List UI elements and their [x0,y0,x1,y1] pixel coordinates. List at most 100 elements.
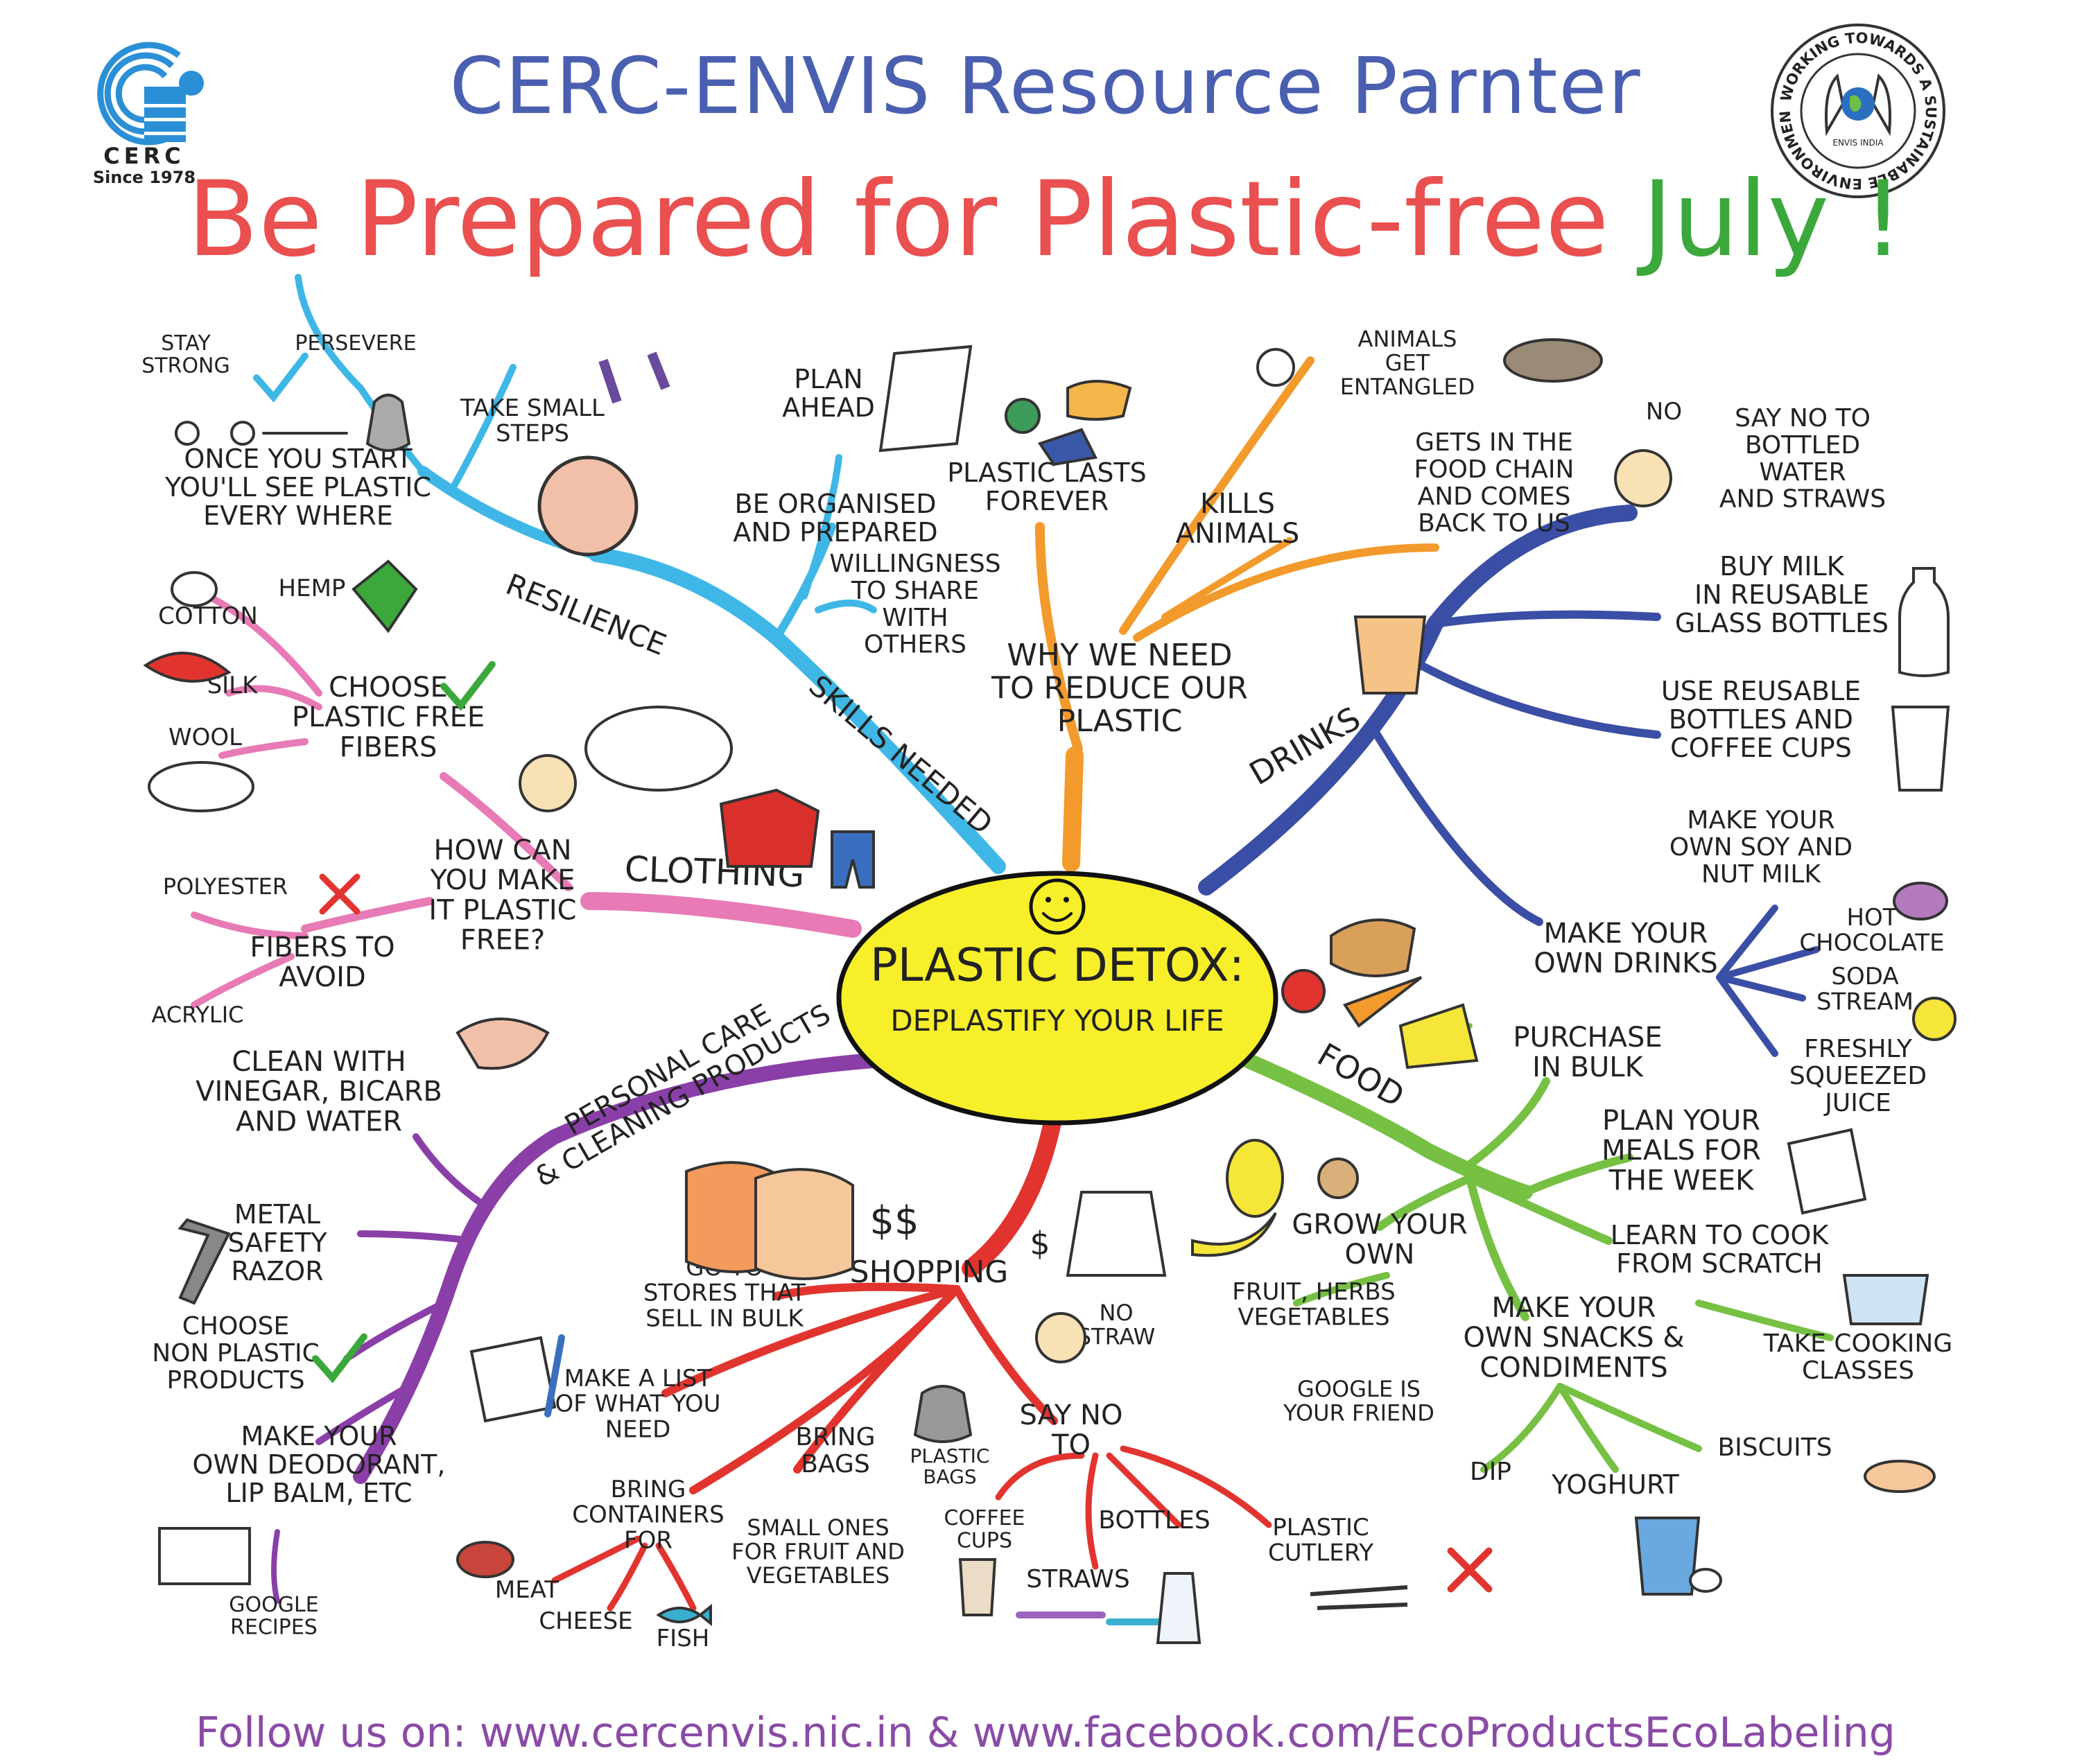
saucepan-icon [1842,1274,1929,1325]
hot-chocolate-cup-icon [1893,882,1948,920]
personal-limb-3 [343,1300,447,1362]
drinks-trunk [1198,505,1638,896]
svg-text:BISCUITS: BISCUITS [1717,1433,1832,1462]
svg-text:NO: NO [1646,398,1682,426]
food-item-dip: DIP [1470,1458,1511,1486]
pear-icon [1226,1139,1284,1218]
envis-logo: WORKING TOWARDS A SUSTAINABLE ENVIRONMEN… [1768,21,1945,198]
why-limb-1 [1035,522,1083,753]
subtitle-main: Be Prepared for Plastic-free [186,159,1609,280]
why-limb-3 [1133,543,1439,642]
resilience-limb-3 [295,274,364,392]
bottle-cap-icon [1005,398,1041,434]
clothing-limb-2 [301,897,434,933]
coffee-cup-icon [958,1558,997,1616]
svg-text:ACRYLIC: ACRYLIC [151,1002,243,1028]
svg-text:$$: $$ [869,1198,919,1243]
plastic-bag-icon [365,394,411,452]
plastic-container-icon [1066,380,1132,421]
no-straw-face-icon [1035,1312,1086,1363]
cotton-icon [171,571,218,607]
smiley-eye-right [1064,897,1069,902]
food-limb-3 [1376,1174,1474,1231]
fibers-check-icon [440,661,496,711]
carrot-icon [1342,976,1423,1028]
subtitle-accent: July ! [1642,159,1905,280]
cerc-wordmark: CERC [103,143,184,169]
personal-limb-1 [413,1133,489,1210]
food-limb-8 [1480,1383,1702,1473]
personal-limb-4 [315,1383,413,1445]
cerc-since: Since 1978 [93,168,196,187]
fish-icon [656,1603,712,1627]
sheep-icon [148,761,254,812]
walking-legs-icon [598,351,670,404]
spoon-icon [1689,1568,1722,1593]
footer-follow: Follow us on: www.cercenvis.nic.in & www… [196,1709,1895,1757]
svg-text:SHOPPING: SHOPPING [850,1255,1009,1290]
resilience-label: RESILIENCE [501,567,671,662]
speech-bubble [584,706,733,792]
svg-text:RESILIENCE: RESILIENCE [501,567,671,662]
drinks-limb-3 [1369,724,1543,926]
shopping-item-cheese: CHEESE [539,1607,632,1635]
clothing-limb-3 [205,593,322,759]
banana-icon [1191,1212,1277,1257]
meal-plan-icon [1787,1128,1867,1215]
clothing-trunk [580,892,862,938]
shopping-limb-7 [551,1535,697,1612]
cutlery-cross-icon [1447,1547,1493,1593]
svg-text:BOTTLES: BOTTLES [1098,1506,1210,1535]
silk-scarf-icon [143,652,232,683]
reusable-cup-icon [1891,706,1950,792]
personal-trunk [353,1053,881,1484]
non-plastic-check-icon [312,1333,367,1383]
personal-limb-5 [271,1529,280,1604]
lemon-icon [1912,997,1956,1041]
shopping-item-fish: FISH [657,1625,710,1652]
shopping-trunk [962,1107,1063,1277]
clothing-limb-1 [440,772,573,891]
shopping-limb-2 [661,1285,961,1397]
persevere-check-icon [253,352,309,403]
drinks-limb-4 [1716,905,1820,1057]
clothing-item-acrylic: ACRYLIC [151,1002,243,1028]
shopping-limb-6 [995,1445,1272,1570]
shopping-item-dollar: $ [1030,1225,1050,1262]
svg-text:CHEESE: CHEESE [539,1607,632,1635]
eye-icon [175,421,200,446]
smiley-icon [1029,878,1086,935]
seal-icon [1503,338,1603,383]
person-head-icon [519,754,577,812]
shopping-limb-4 [689,1285,961,1494]
center-title: PLASTIC DETOX: [870,938,1244,992]
